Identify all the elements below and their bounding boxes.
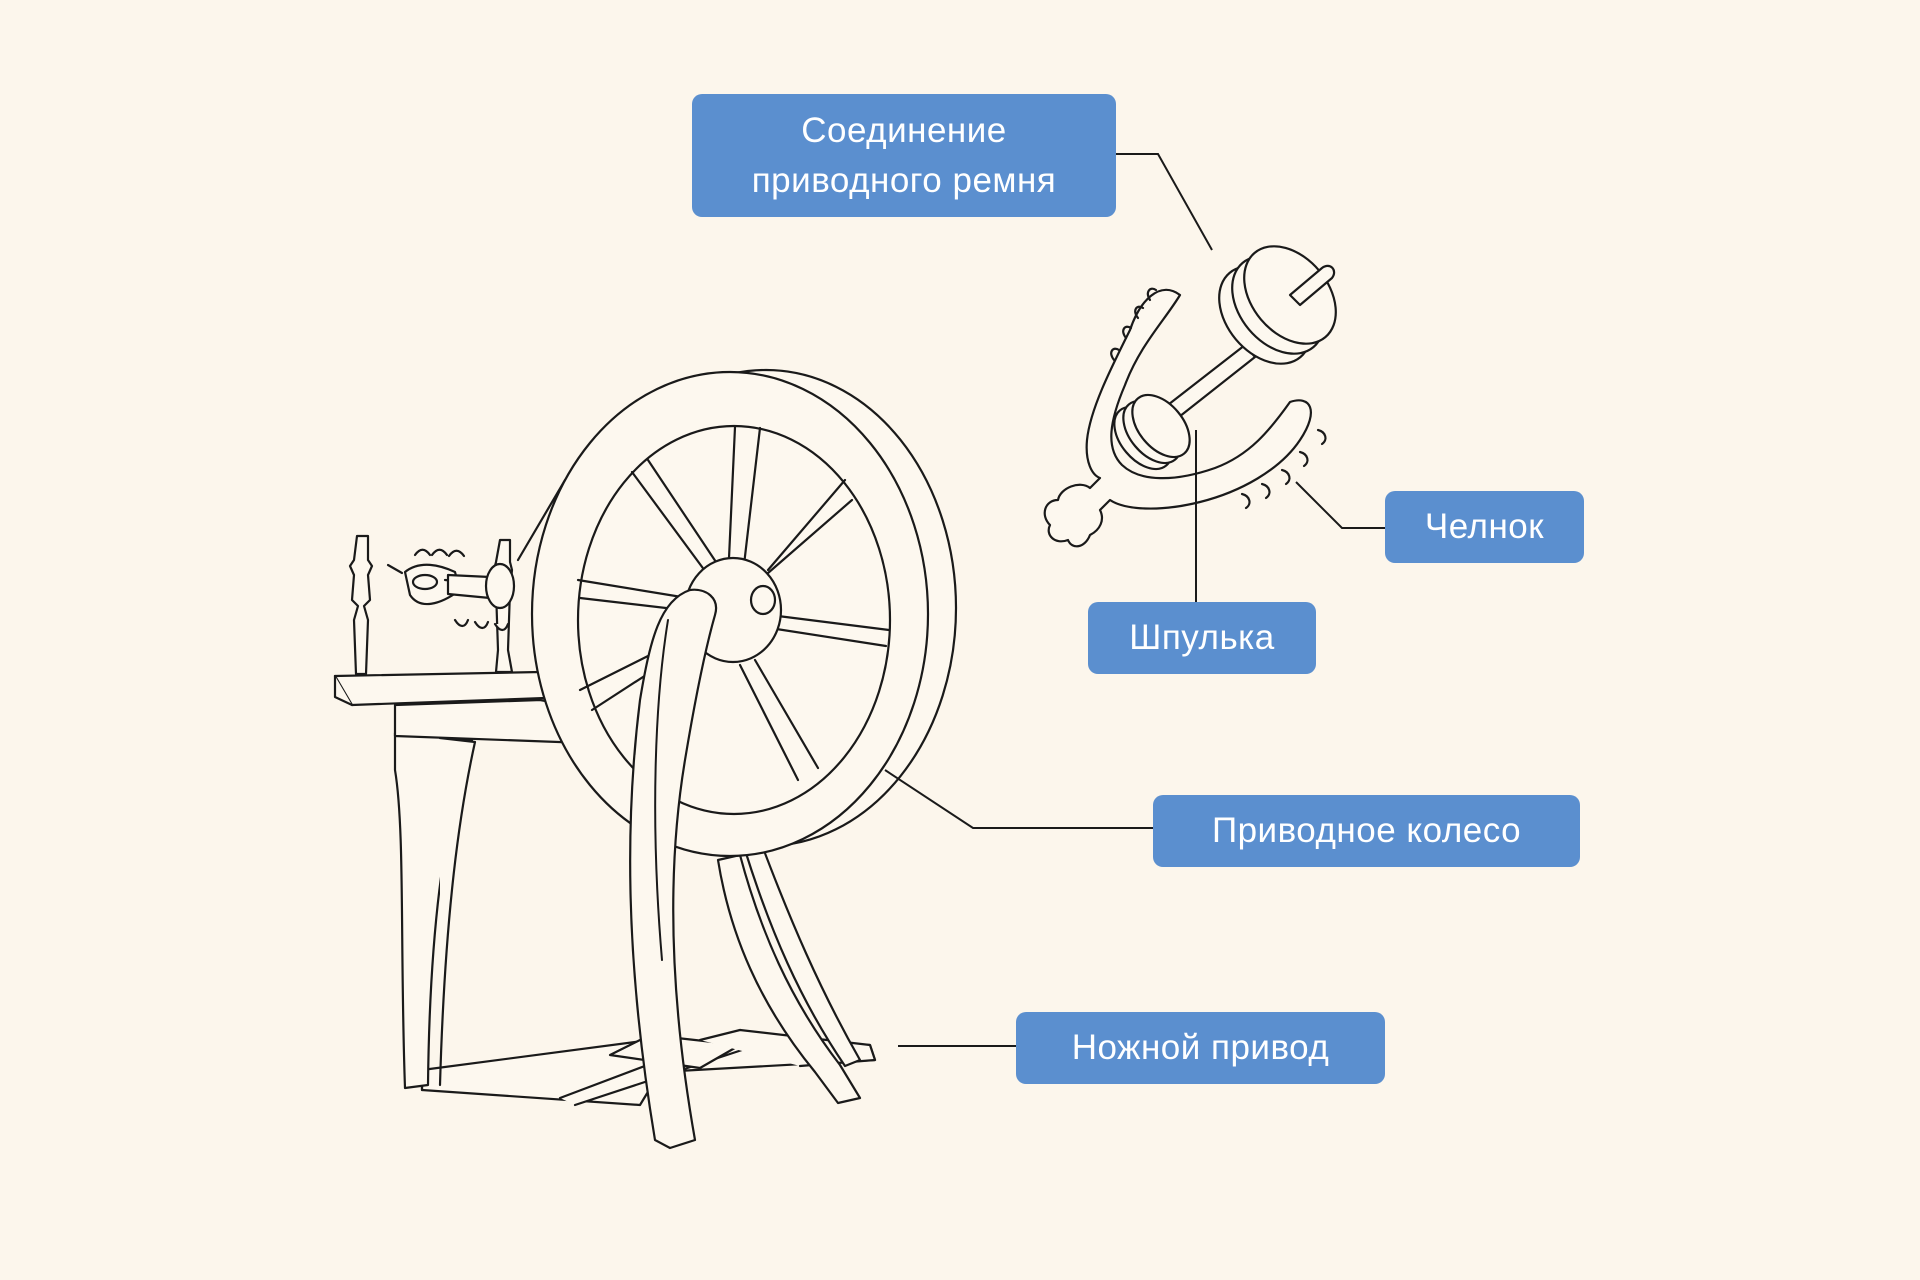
leader-flyer xyxy=(1295,481,1385,529)
flyer-arm xyxy=(1043,288,1312,548)
wheel-upright xyxy=(629,588,718,1150)
bobbin xyxy=(1113,393,1191,471)
spinning-wheel-illustration xyxy=(333,368,958,1150)
leader-drive-band xyxy=(1116,153,1213,251)
table-legs xyxy=(393,731,477,1090)
label-flyer: Челнок xyxy=(1385,491,1584,563)
back-leg xyxy=(743,838,862,1068)
leader-lines xyxy=(884,153,1385,1047)
flyer-hooks xyxy=(1110,287,1327,510)
label-drive-band-connection: Соединение приводного ремня xyxy=(692,94,1116,217)
whorl xyxy=(1218,245,1337,365)
flyer-detail-illustration xyxy=(1043,245,1337,548)
label-bobbin: Шпулька xyxy=(1088,602,1316,674)
leader-wheel xyxy=(884,769,1153,829)
label-drive-wheel: Приводное колесо xyxy=(1153,795,1580,867)
drive-wheel xyxy=(530,370,930,858)
label-treadle: Ножной привод xyxy=(1016,1012,1385,1084)
rear-leg xyxy=(716,853,862,1105)
maidens-and-flyer xyxy=(348,478,567,676)
